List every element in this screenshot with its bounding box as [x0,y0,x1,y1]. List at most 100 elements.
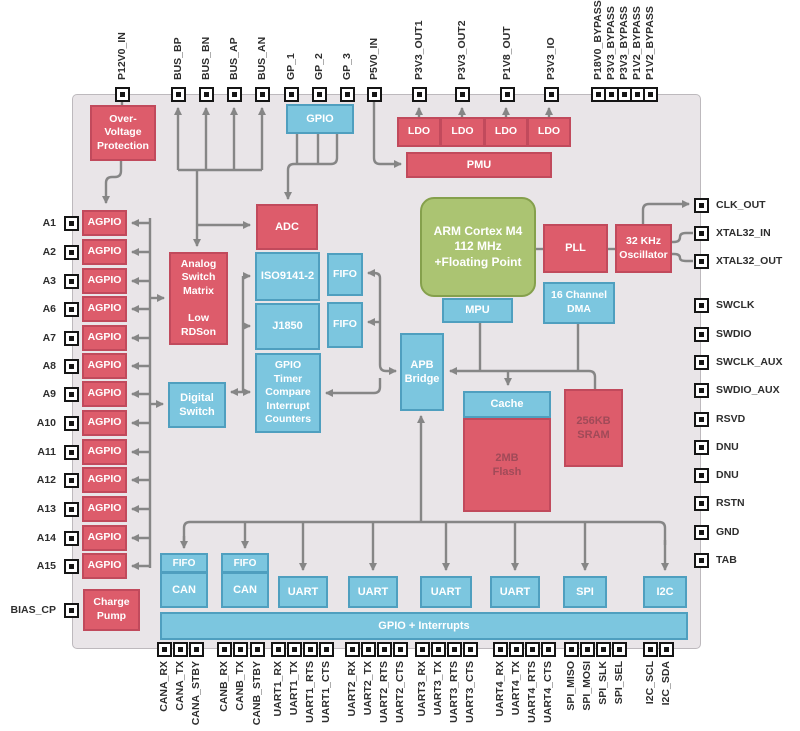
pin-SWDIO [693,326,709,342]
pin-RSTN [693,495,709,511]
block-agpio-12: AGPIO [82,525,127,551]
pin-UART3_RX [414,641,430,657]
pin-label-bottom: UART3_TX [432,661,444,716]
pin-P5V0_IN [366,86,382,102]
pin-UART4_CTS [540,641,556,657]
pin-UART2_TX [360,641,376,657]
pin-label-bottom: I2C_SDA [660,661,672,706]
pin-SWDIO_AUX [693,382,709,398]
pin-label-bottom: UART2_RX [346,661,358,717]
block-uart3: UART [420,576,472,608]
pin-label-bottom: UART1_RTS [304,661,316,723]
pin-label-left: A2 [42,246,56,258]
block-j1850: J1850 [255,303,320,350]
pin-CANB_TX [232,641,248,657]
pin-label-bottom: SPI_MISO [565,661,577,711]
pin-UART1_CTS [318,641,334,657]
pin-UART1_TX [286,641,302,657]
pin-SWCLK [693,297,709,313]
pin-label-left: A1 [42,217,56,229]
pin-label-top: P1V2_BYPASS [631,6,643,80]
pin-label-top: P18V0_BYPASS [592,0,604,80]
pin-BIAS_CP [63,602,79,618]
pin-label-top: P1V8_OUT [501,26,513,80]
pin-BUS_AP [226,86,242,102]
pin-label-right: SWDIO [716,328,752,340]
block-uart4: UART [490,576,540,608]
pin-label-bottom: UART4_TX [510,661,522,716]
pin-label-bottom: CANA_TX [174,661,186,711]
pin-label-bottom: UART4_CTS [542,661,554,723]
pin-label-bottom: UART1_CTS [320,661,332,723]
pin-label-left: A8 [42,360,56,372]
block-ldo-1: LDO [397,117,441,147]
pin-UART2_RX [344,641,360,657]
pin-label-bottom: UART2_TX [362,661,374,716]
pin-UART1_RTS [302,641,318,657]
pin-XTAL32_IN [693,225,709,241]
pin-label-bottom: UART3_CTS [464,661,476,723]
block-can-b: CAN [221,572,269,608]
pin-UART2_CTS [392,641,408,657]
pin-CANB_STBY [249,641,265,657]
block-spi: SPI [563,576,607,608]
block-ldo-3: LDO [484,117,528,147]
pin-label-right: TAB [716,554,737,566]
block-agpio-6: AGPIO [82,353,127,379]
pin-label-bottom: CANB_RX [218,661,230,712]
block-agpio-13: AGPIO [82,553,127,579]
block-16-channel-dma: 16 Channel DMA [543,282,615,324]
pin-label-left: A14 [36,532,56,544]
block-pmu: PMU [406,152,552,178]
pin-label-bottom: SPI_SEL [613,661,625,705]
block-gpio-top: GPIO [286,104,354,134]
pin-A3 [63,273,79,289]
pin-GP_3 [339,86,355,102]
block-256kb-sram: 256KB SRAM [564,389,623,467]
block-agpio-4: AGPIO [82,296,127,322]
block-fifo-a: FIFO [327,253,363,296]
pin-I2C_SDA [658,641,674,657]
pin-label-top: BUS_BP [172,37,184,80]
pin-label-top: P3V3_BYPASS [605,6,617,80]
pin-RSVD [693,411,709,427]
pin-label-bottom: UART4_RTS [526,661,538,723]
pin-label-top: P3V3_BYPASS [618,6,630,80]
pin-GP_2 [311,86,327,102]
pin-label-right: SWCLK_AUX [716,356,783,368]
pin-label-left: A10 [36,417,56,429]
pin-label-bottom: UART1_RX [272,661,284,717]
block-iso9141-2: ISO9141-2 [255,252,320,301]
pin-GND [693,524,709,540]
pin-A6 [63,301,79,317]
block-can-a: CAN [160,572,208,608]
pin-label-right: XTAL32_IN [716,227,771,239]
block-agpio-8: AGPIO [82,410,127,436]
block-ldo-2: LDO [440,117,485,147]
pin-label-right: DNU [716,469,739,481]
pin-label-right: GND [716,526,740,538]
pin-TAB [693,552,709,568]
block-charge-pump: Charge Pump [83,589,140,631]
pin-UART3_RTS [446,641,462,657]
block-agpio-11: AGPIO [82,496,127,522]
pin-DNU [693,467,709,483]
pin-label-top: GP_2 [313,53,325,80]
block-agpio-3: AGPIO [82,268,127,294]
pin-label-bottom: CANB_TX [234,661,246,711]
pin-A10 [63,415,79,431]
pin-A12 [63,472,79,488]
pin-SPI_MISO [563,641,579,657]
pin-UART4_RX [492,641,508,657]
pin-UART1_RX [270,641,286,657]
pin-CANA_RX [156,641,172,657]
pin-label-top: GP_1 [285,53,297,80]
pin-label-left: A6 [42,303,56,315]
pin-label-top: P3V3_OUT2 [456,20,468,80]
pin-P3V3_IO [543,86,559,102]
block-analog-switch-matrix: Analog Switch Matrix Low RDSon [169,252,228,345]
pin-SPI_MOSI [579,641,595,657]
pin-label-top: GP_3 [341,53,353,80]
pin-UART4_TX [508,641,524,657]
